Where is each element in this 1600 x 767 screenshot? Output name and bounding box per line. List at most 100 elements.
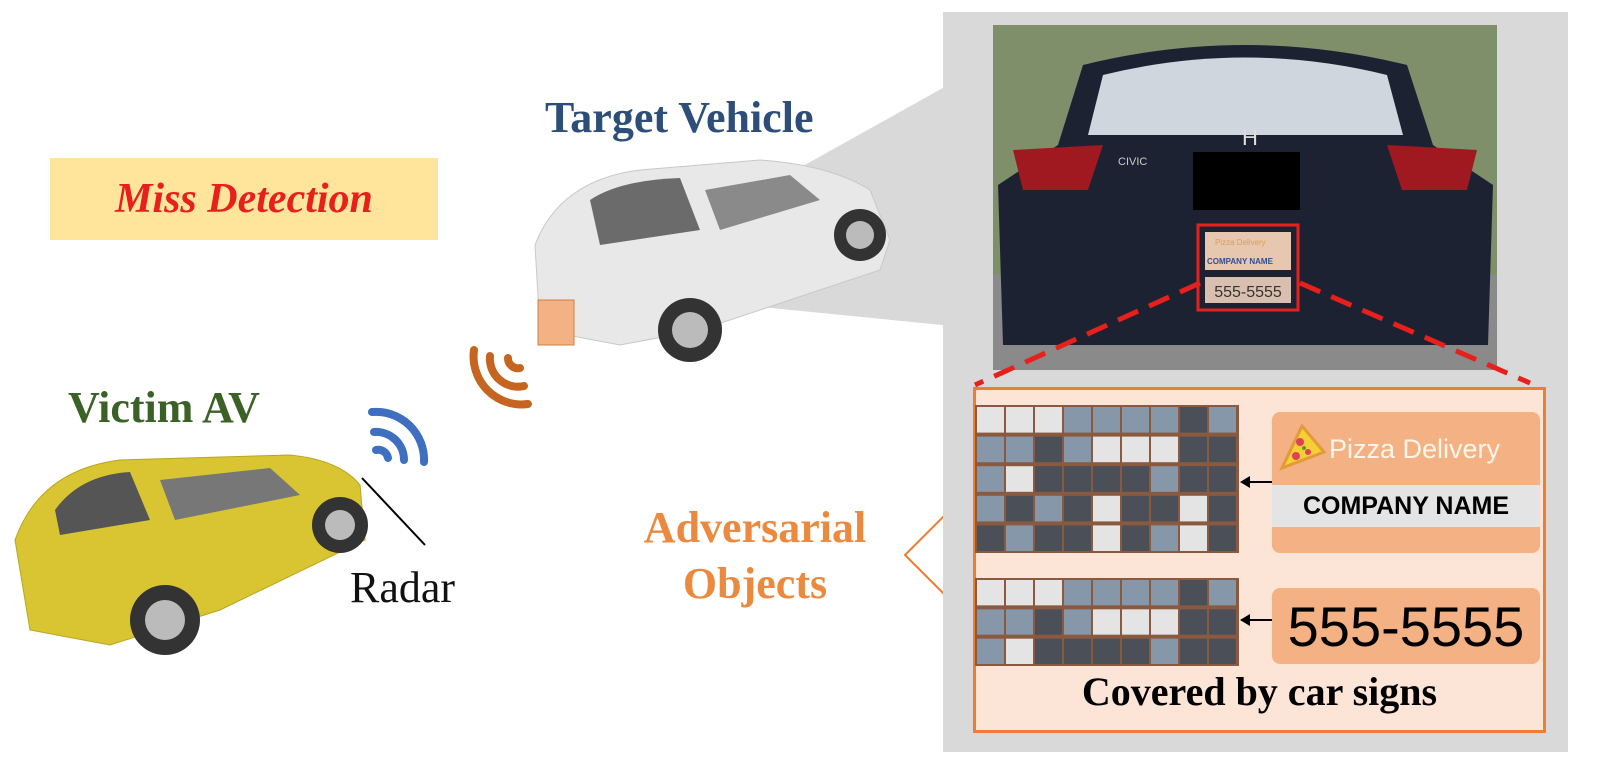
arrows [1240, 476, 1272, 488]
adversarial-tiles-small [975, 578, 1239, 666]
victim-av-illustration [14, 454, 368, 655]
adversarial-tile [1006, 580, 1033, 606]
adversarial-tile [1151, 407, 1178, 433]
adversarial-tile [1093, 580, 1120, 606]
adversarial-tile [977, 638, 1004, 664]
adversarial-tile [1093, 525, 1120, 551]
adversarial-tile [1093, 436, 1120, 463]
adversarial-tile [1064, 525, 1091, 551]
adversarial-tile [1151, 609, 1178, 635]
adversarial-tile [1006, 407, 1033, 433]
adversarial-tile [1035, 638, 1062, 664]
adversarial-tile [977, 436, 1004, 463]
adversarial-tile [1180, 525, 1207, 551]
target-vehicle-photo: H CIVIC Pizza Delivery COMPANY NAME 555-… [993, 25, 1497, 370]
phone-sign: 555-5555 [1272, 588, 1540, 664]
adversarial-tile [1180, 638, 1207, 664]
adversarial-tile [1180, 495, 1207, 522]
adversarial-tile [1006, 495, 1033, 522]
adversarial-tile [1180, 436, 1207, 463]
adversarial-tile [1035, 495, 1062, 522]
adversarial-tile [1180, 580, 1207, 606]
covered-by-car-signs-caption: Covered by car signs [1081, 669, 1438, 714]
adversarial-tile [1151, 580, 1178, 606]
adversarial-tile [1006, 436, 1033, 463]
adversarial-tile [1209, 580, 1236, 606]
svg-text:555-5555: 555-5555 [1214, 284, 1282, 301]
adversarial-tile [1035, 436, 1062, 463]
adversarial-tile [1035, 466, 1062, 492]
adversarial-tile [1064, 609, 1091, 635]
adversarial-tile [1180, 466, 1207, 492]
miss-detection-label: Miss Detection [50, 158, 438, 240]
adversarial-tile [1122, 407, 1149, 433]
radar-label: Radar [350, 563, 456, 612]
pizza-sign: Pizza Delivery COMPANY NAME [1272, 412, 1540, 553]
svg-text:CIVIC: CIVIC [1118, 156, 1147, 168]
adversarial-tile [1064, 466, 1091, 492]
adversarial-tile [1209, 436, 1236, 463]
adversarial-tile [1093, 407, 1120, 433]
adversarial-tile [1180, 407, 1207, 433]
adversarial-objects-label: Adversarial Objects [610, 500, 900, 612]
adversarial-tile [1209, 525, 1236, 551]
adversarial-tile [1035, 609, 1062, 635]
adversarial-tile [1035, 407, 1062, 433]
adversarial-tile [1122, 466, 1149, 492]
pizza-icon [1279, 423, 1326, 471]
adversarial-tile [1122, 609, 1149, 635]
company-name-text: COMPANY NAME [1272, 485, 1540, 527]
adversarial-tiles-large [975, 405, 1239, 553]
adversarial-tile [1093, 638, 1120, 664]
adversarial-tile [1209, 407, 1236, 433]
adversarial-tile [1209, 638, 1236, 664]
target-radar-reflection-icon [469, 346, 532, 409]
adversarial-tile [1151, 495, 1178, 522]
adversarial-tile [1209, 495, 1236, 522]
adversarial-tile [977, 466, 1004, 492]
adversarial-tile [1093, 495, 1120, 522]
adversarial-tile [1006, 466, 1033, 492]
adversarial-tile [1122, 638, 1149, 664]
adversarial-tile [1093, 609, 1120, 635]
arrow-left-icon [1240, 614, 1272, 626]
victim-av-label: Victim AV [68, 383, 260, 432]
adversarial-tile [1122, 495, 1149, 522]
radar-wave-icon [368, 407, 429, 466]
adversarial-tile [1122, 525, 1149, 551]
adversarial-tile [1064, 407, 1091, 433]
svg-text:COMPANY NAME: COMPANY NAME [1207, 257, 1274, 266]
adversarial-tile [1122, 436, 1149, 463]
adversarial-tile [1006, 525, 1033, 551]
adversarial-tile [1064, 436, 1091, 463]
radar-pointer-line [361, 477, 426, 546]
adversarial-tile [1006, 638, 1033, 664]
adversarial-tile [977, 407, 1004, 433]
adversarial-tile [1035, 580, 1062, 606]
target-vehicle-illustration [534, 159, 891, 362]
target-vehicle-label: Target Vehicle [545, 93, 814, 142]
adversarial-tile [1064, 495, 1091, 522]
svg-text:Pizza Delivery: Pizza Delivery [1215, 238, 1266, 247]
pizza-delivery-text: Pizza Delivery [1329, 434, 1501, 464]
adversarial-tile [977, 609, 1004, 635]
adversarial-tile [1209, 609, 1236, 635]
adversarial-tile [977, 525, 1004, 551]
adversarial-tile [977, 495, 1004, 522]
adversarial-tile [1151, 525, 1178, 551]
adversarial-text: Adversarial [643, 503, 867, 552]
adversarial-tile [1093, 466, 1120, 492]
adversarial-tile [1151, 466, 1178, 492]
adversarial-tile [1006, 609, 1033, 635]
adversarial-tile [977, 580, 1004, 606]
adversarial-tile [1151, 638, 1178, 664]
adversarial-tile [1151, 436, 1178, 463]
adversarial-tile [1064, 580, 1091, 606]
adversarial-tile [1064, 638, 1091, 664]
adversarial-tile [1035, 525, 1062, 551]
objects-text: Objects [682, 559, 828, 608]
adversarial-tile [1180, 609, 1207, 635]
adversarial-tile [1209, 466, 1236, 492]
